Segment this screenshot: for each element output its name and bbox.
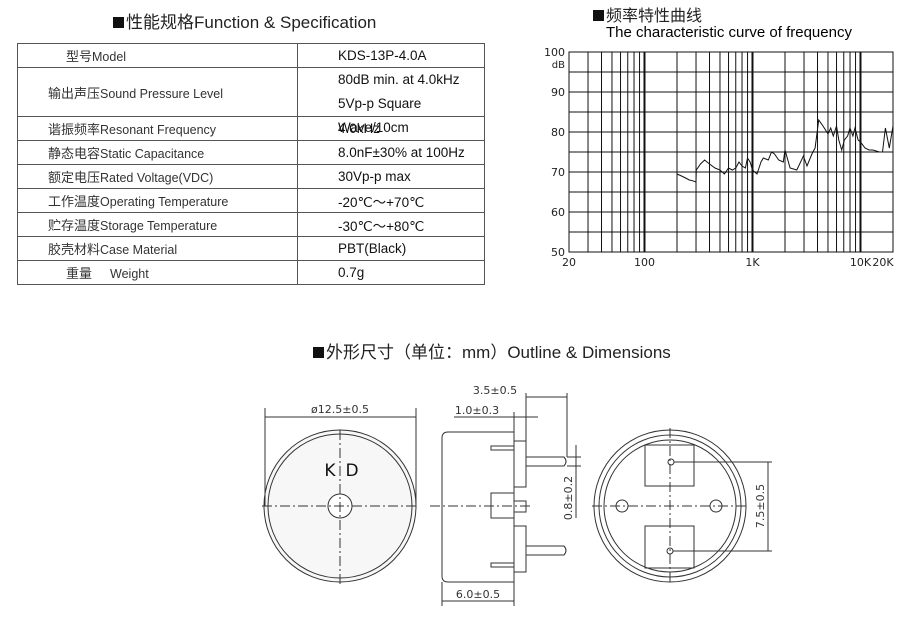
spec-label: 额定电压Rated Voltage(VDC) [17, 164, 298, 189]
y-tick-label: 60 [551, 206, 565, 219]
chart-title: 频率特性曲线 The characteristic curve of frequ… [593, 9, 852, 41]
flange-bottom [513, 525, 527, 573]
spec-value-text: 4.0kHz [338, 121, 381, 136]
spec-title: 性能规格Function & Specification [113, 8, 376, 33]
dim-pin-length: 3.5±0.5 [473, 384, 517, 397]
spec-row: 工作温度Operating Temperature -20℃～+70℃ [17, 188, 485, 213]
y-tick-label: 100 [544, 46, 565, 59]
spec-label-zh: 贮存温度 [48, 219, 101, 234]
spec-label: 贮存温度Storage Temperature [17, 212, 298, 237]
spec-label: 重量 Weight [17, 260, 298, 285]
slot [490, 562, 515, 568]
spec-row: 静态电容Static Capacitance 8.0nF±30% at 100Hz [17, 140, 485, 165]
spec-title-zh: 性能规格 [126, 13, 194, 32]
marking-k: K [324, 461, 336, 481]
spec-value-text: KDS-13P-4.0A [338, 48, 427, 63]
spec-value-text: 8.0nF±30% at 100Hz [338, 145, 465, 160]
outline-title-en: Outline & Dimensions [507, 343, 671, 362]
spec-label-en: Storage Temperature [100, 219, 218, 233]
spec-value: PBT(Black) [297, 236, 485, 261]
y-tick-label: 50 [551, 246, 565, 259]
spec-label-zh: 输出声压 [48, 86, 101, 102]
spec-row: 贮存温度Storage Temperature -30℃～+80℃ [17, 212, 485, 237]
dim-diameter: ø12.5±0.5 [311, 403, 369, 416]
spec-row: 胶壳材料Case Material PBT(Black) [17, 236, 485, 261]
body [441, 431, 515, 583]
x-tick-label: 20 [562, 256, 576, 269]
spec-label-zh: 重量 [66, 267, 93, 282]
spec-label-en: Static Capacitance [100, 147, 205, 161]
series-line-spl [676, 118, 894, 183]
spec-label-zh: 型号 [66, 50, 93, 65]
dim-height: 6.0±0.5 [456, 588, 500, 601]
spec-value-text: -20℃～+70℃ [338, 194, 425, 210]
x-tick-label: 1K [745, 256, 760, 269]
marking-d: D [345, 461, 358, 481]
spec-value: 8.0nF±30% at 100Hz [297, 140, 485, 165]
spec-label-zh: 静态电容 [48, 147, 101, 162]
spec-row: 重量 Weight 0.7g [17, 260, 485, 285]
y-tick-label: 90 [551, 86, 565, 99]
flange-top [513, 440, 527, 488]
spec-value-text: 30Vp-p max [338, 169, 411, 184]
x-tick-label: 10K [850, 256, 872, 269]
spec-label-en: Case Material [100, 243, 178, 257]
y-tick-label: 70 [551, 166, 565, 179]
spec-label: 工作温度Operating Temperature [17, 188, 298, 213]
spec-label-en: Rated Voltage(VDC) [100, 171, 214, 185]
spec-row: 谐振频率Resonant Frequency 4.0kHz [17, 116, 485, 141]
spec-value-text: -30℃～+80℃ [338, 218, 425, 234]
spec-value-text: PBT(Black) [338, 241, 407, 256]
spec-value-text: 0.7g [338, 265, 365, 280]
spec-label-en: Sound Pressure Level [100, 86, 224, 101]
side-view: 3.5±0.5 1.0±0.3 0.8±0.2 6.0±0.5 [430, 384, 581, 606]
pin-top [526, 456, 567, 467]
outline-title-zh: 外形尺寸（单位：mm） [326, 343, 508, 362]
dim-pin-dia: 0.8±0.2 [562, 476, 575, 520]
spec-row: 型号Model KDS-13P-4.0A [17, 43, 485, 68]
spec-label-en: Operating Temperature [100, 195, 229, 209]
spec-label-en: Resonant Frequency [100, 123, 217, 137]
y-axis-label: dB [552, 60, 565, 71]
x-tick-label: 100 [634, 256, 655, 269]
chart-title-zh: 频率特性曲线 [606, 8, 703, 25]
bullet-square-icon [313, 347, 324, 358]
spec-label-zh: 谐振频率 [48, 123, 101, 138]
spec-label-zh: 工作温度 [48, 195, 101, 210]
spec-value: 4.0kHz [297, 116, 485, 141]
spec-value: KDS-13P-4.0A [297, 43, 485, 68]
spec-label: 谐振频率Resonant Frequency [17, 116, 298, 141]
dim-pin-pitch: 7.5±0.5 [754, 484, 767, 528]
spec-label-en: Model [92, 50, 127, 64]
pin-bottom [526, 545, 567, 556]
dim-flange: 1.0±0.3 [455, 404, 499, 417]
spec-label-en: Weight [110, 267, 149, 281]
bullet-square-icon [593, 10, 604, 21]
spec-value-line: 80dB min. at 4.0kHz [338, 72, 460, 87]
bullet-square-icon [113, 17, 124, 28]
chart-title-en: The characteristic curve of frequency [606, 24, 852, 41]
spec-table: 型号Model KDS-13P-4.0A 输出声压Sound Pressure Le… [17, 43, 485, 285]
spec-label: 静态电容Static Capacitance [17, 140, 298, 165]
outline-title: 外形尺寸（单位：mm）Outline & Dimensions [313, 338, 671, 363]
spec-label-zh: 胶壳材料 [48, 243, 101, 258]
spec-value: 0.7g [297, 260, 485, 285]
slot [490, 445, 515, 451]
spec-title-en: Function & Specification [194, 13, 377, 32]
spec-label: 输出声压Sound Pressure Level [17, 67, 298, 117]
bottom-view: 7.5±0.5 [592, 428, 772, 584]
y-tick-label: 80 [551, 126, 565, 139]
spec-label-zh: 额定电压 [48, 171, 101, 186]
x-tick-label: 20K [872, 256, 894, 269]
front-view: K D ø12.5±0.5 [262, 403, 418, 584]
